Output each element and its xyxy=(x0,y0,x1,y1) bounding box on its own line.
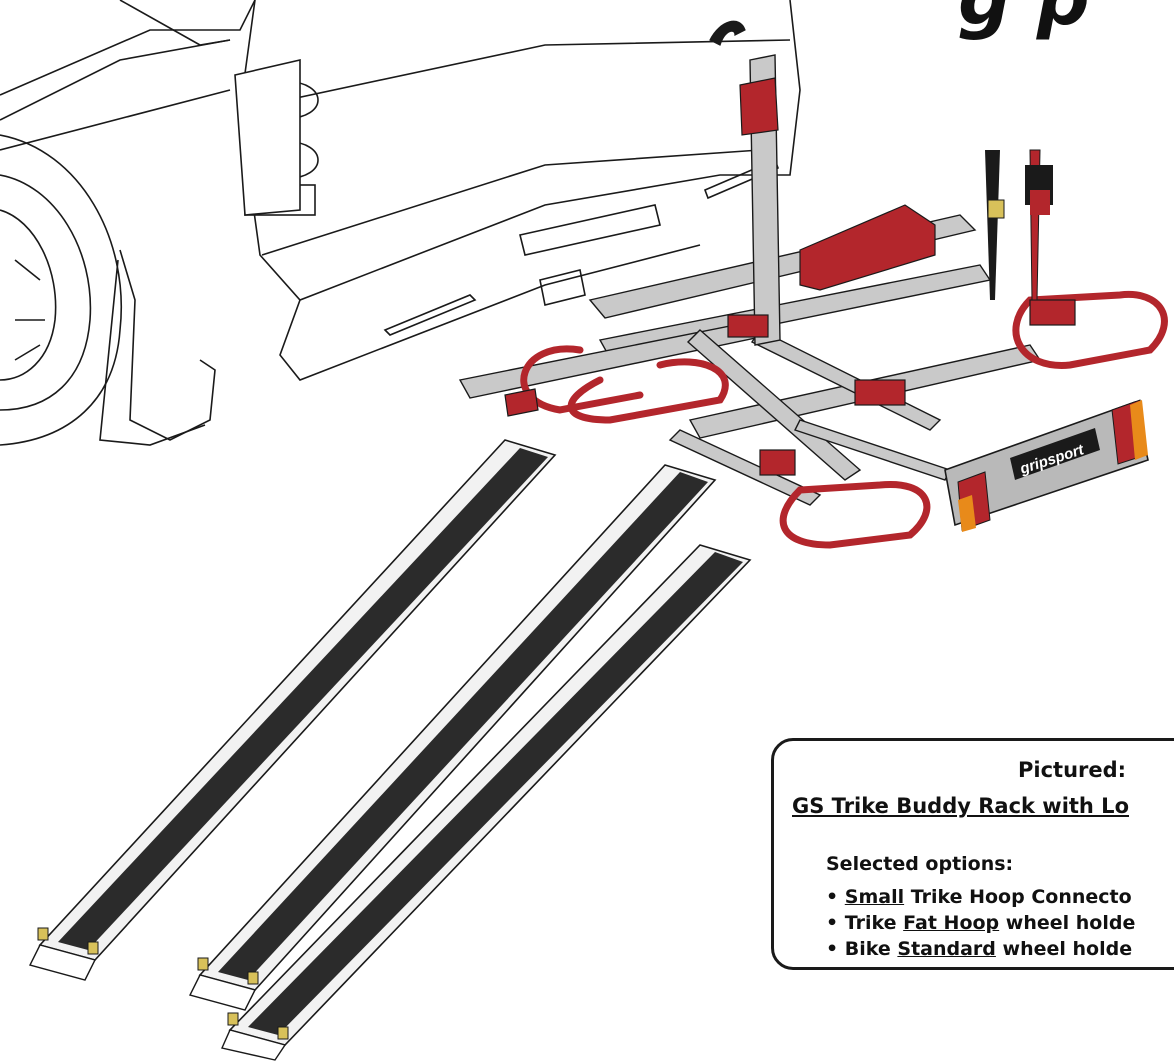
rack-red-parts xyxy=(504,20,1076,476)
top-heading-fragment: g p xyxy=(958,0,1090,42)
vehicle-wheel xyxy=(0,134,216,446)
caption-option-2: • Trike Fat Hoop wheel holde xyxy=(826,912,1136,934)
light-board xyxy=(944,399,1149,532)
rack-frame xyxy=(458,54,1042,506)
caption-pictured-label: Pictured: xyxy=(1018,758,1127,782)
ramp-right xyxy=(221,544,752,1061)
tie-down-straps xyxy=(985,149,1053,301)
caption-box xyxy=(771,738,1174,970)
ramp-middle xyxy=(188,464,717,1011)
wheel-holder-hoops xyxy=(520,290,1168,549)
ramp-left xyxy=(28,439,557,981)
loading-ramps xyxy=(28,439,752,1061)
caption-option-3: • Bike Standard wheel holde xyxy=(826,938,1133,960)
caption-product-name: GS Trike Buddy Rack with Lo xyxy=(792,794,1129,818)
vehicle-tail-lights xyxy=(234,58,301,216)
caption-selected-label: Selected options: xyxy=(826,853,1014,875)
caption-option-1: • Small Trike Hoop Connecto xyxy=(826,886,1132,908)
